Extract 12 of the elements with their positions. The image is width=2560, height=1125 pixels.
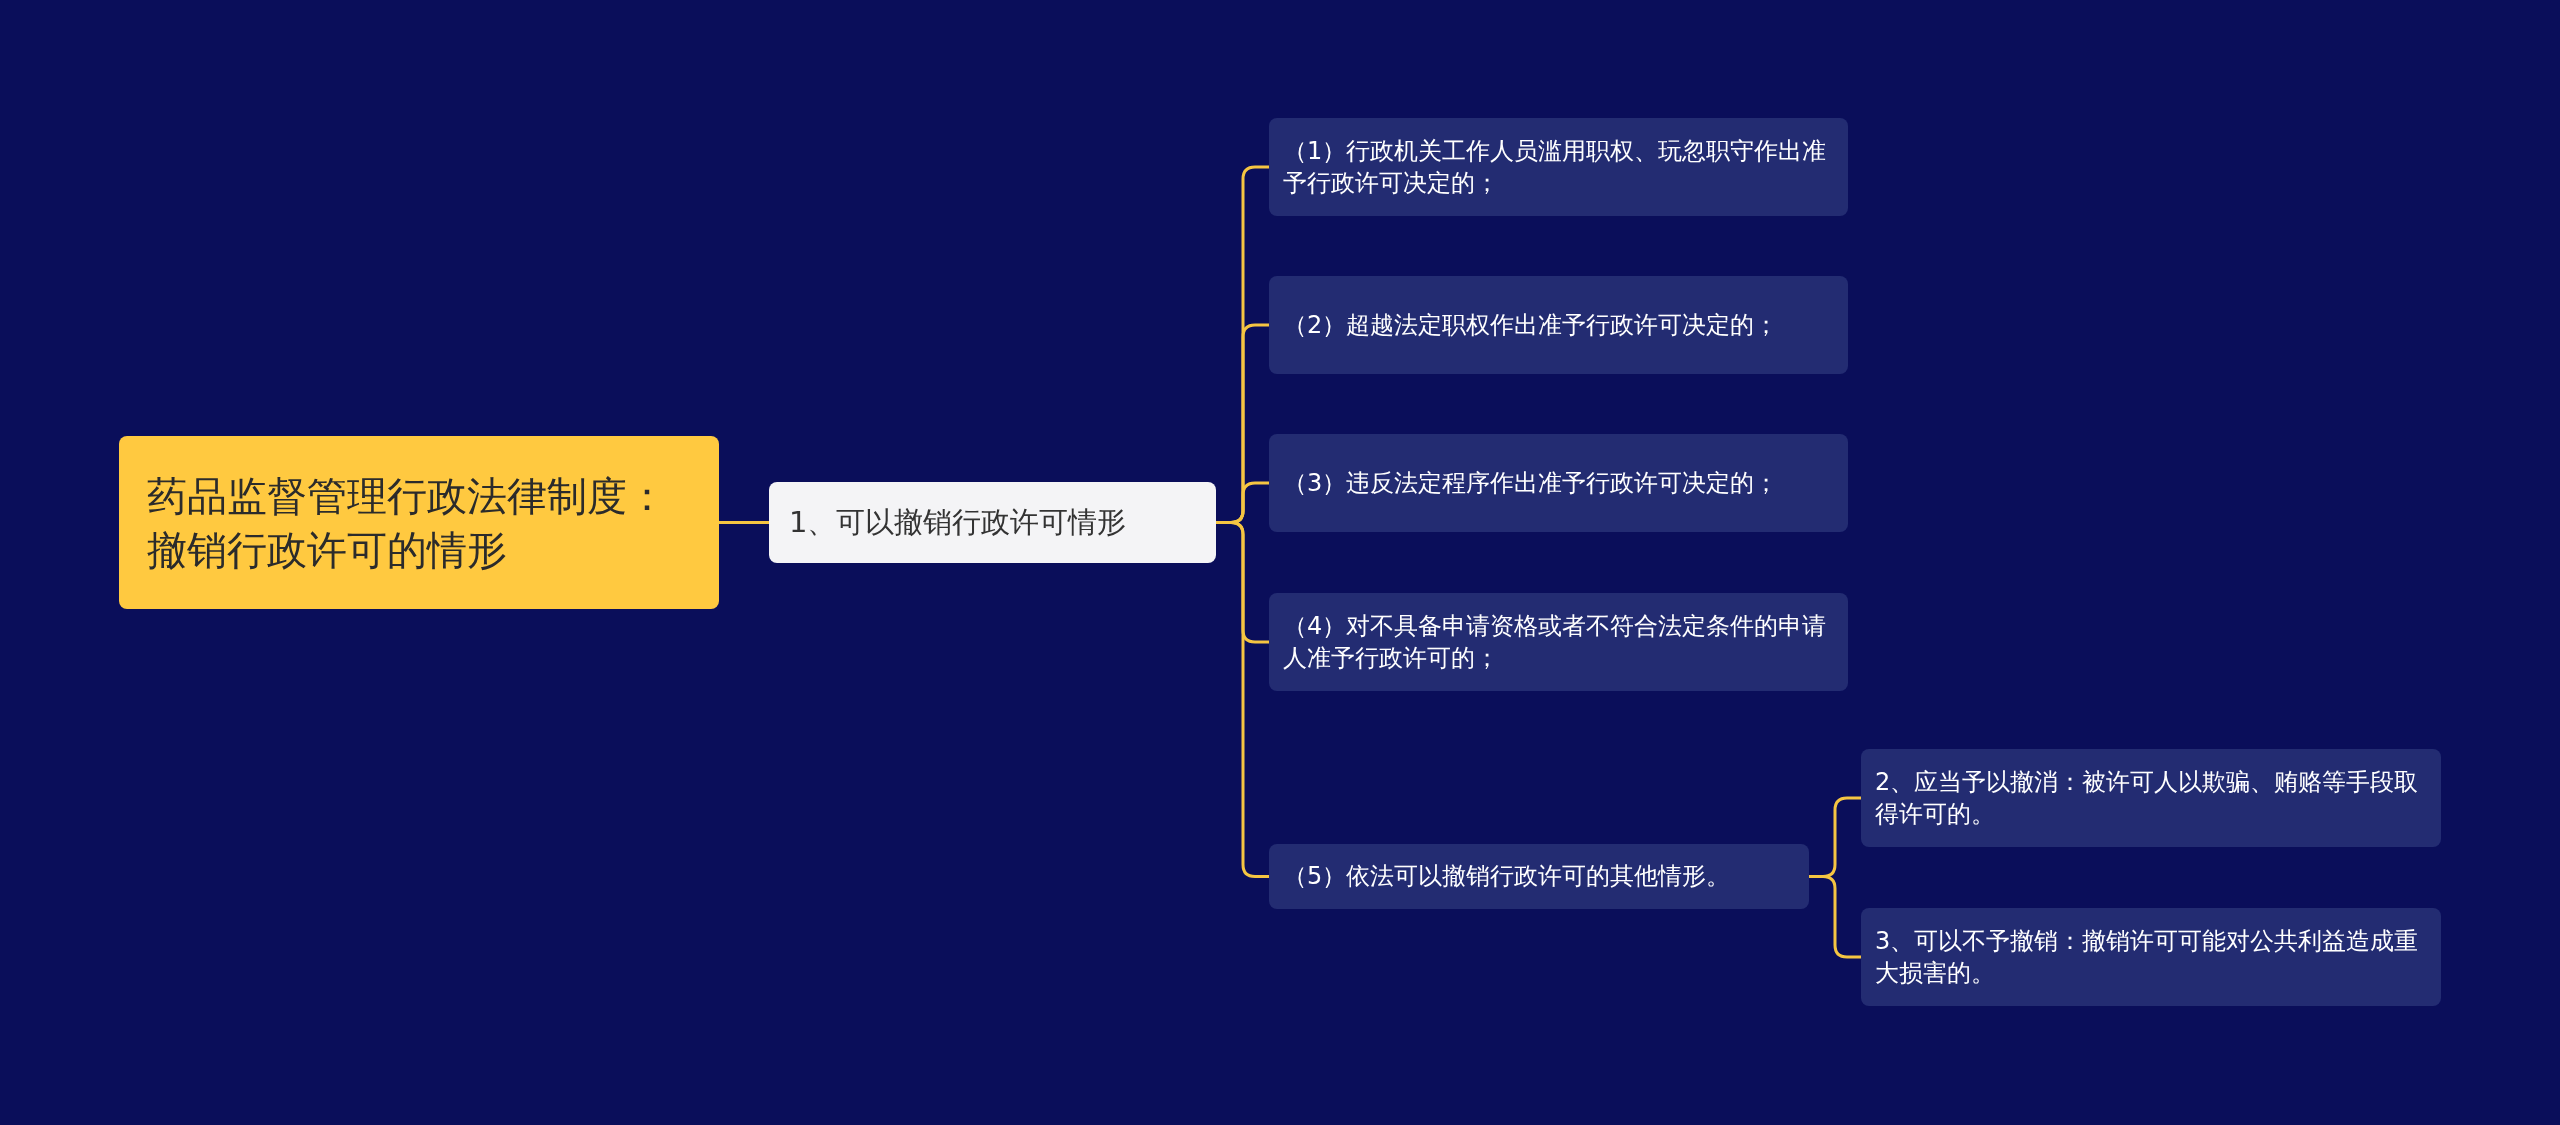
leaf-box: （2）超越法定职权作出准予行政许可决定的； bbox=[1269, 276, 1848, 374]
leaf-box: 2、应当予以撤消：被许可人以欺骗、贿赂等手段取得许可的。 bbox=[1861, 749, 2441, 847]
leaf-box: （3）违反法定程序作出准予行政许可决定的； bbox=[1269, 434, 1848, 532]
leaf-box: （1）行政机关工作人员滥用职权、玩忽职守作出准予行政许可决定的； bbox=[1269, 118, 1848, 216]
leaf-box: （5）依法可以撤销行政许可的其他情形。 bbox=[1269, 844, 1809, 909]
connector-line bbox=[1809, 875, 1861, 959]
connector-line bbox=[1216, 521, 1269, 878]
leaf-box: 3、可以不予撤销：撤销许可可能对公共利益造成重大损害的。 bbox=[1861, 908, 2441, 1006]
subtopic-box: 1、可以撤销行政许可情形 bbox=[769, 482, 1216, 563]
topic-box: 药品监督管理行政法律制度：撤销行政许可的情形 bbox=[119, 436, 719, 609]
leaf-box: （4）对不具备申请资格或者不符合法定条件的申请人准予行政许可的； bbox=[1269, 593, 1848, 691]
connector-line bbox=[719, 521, 769, 524]
